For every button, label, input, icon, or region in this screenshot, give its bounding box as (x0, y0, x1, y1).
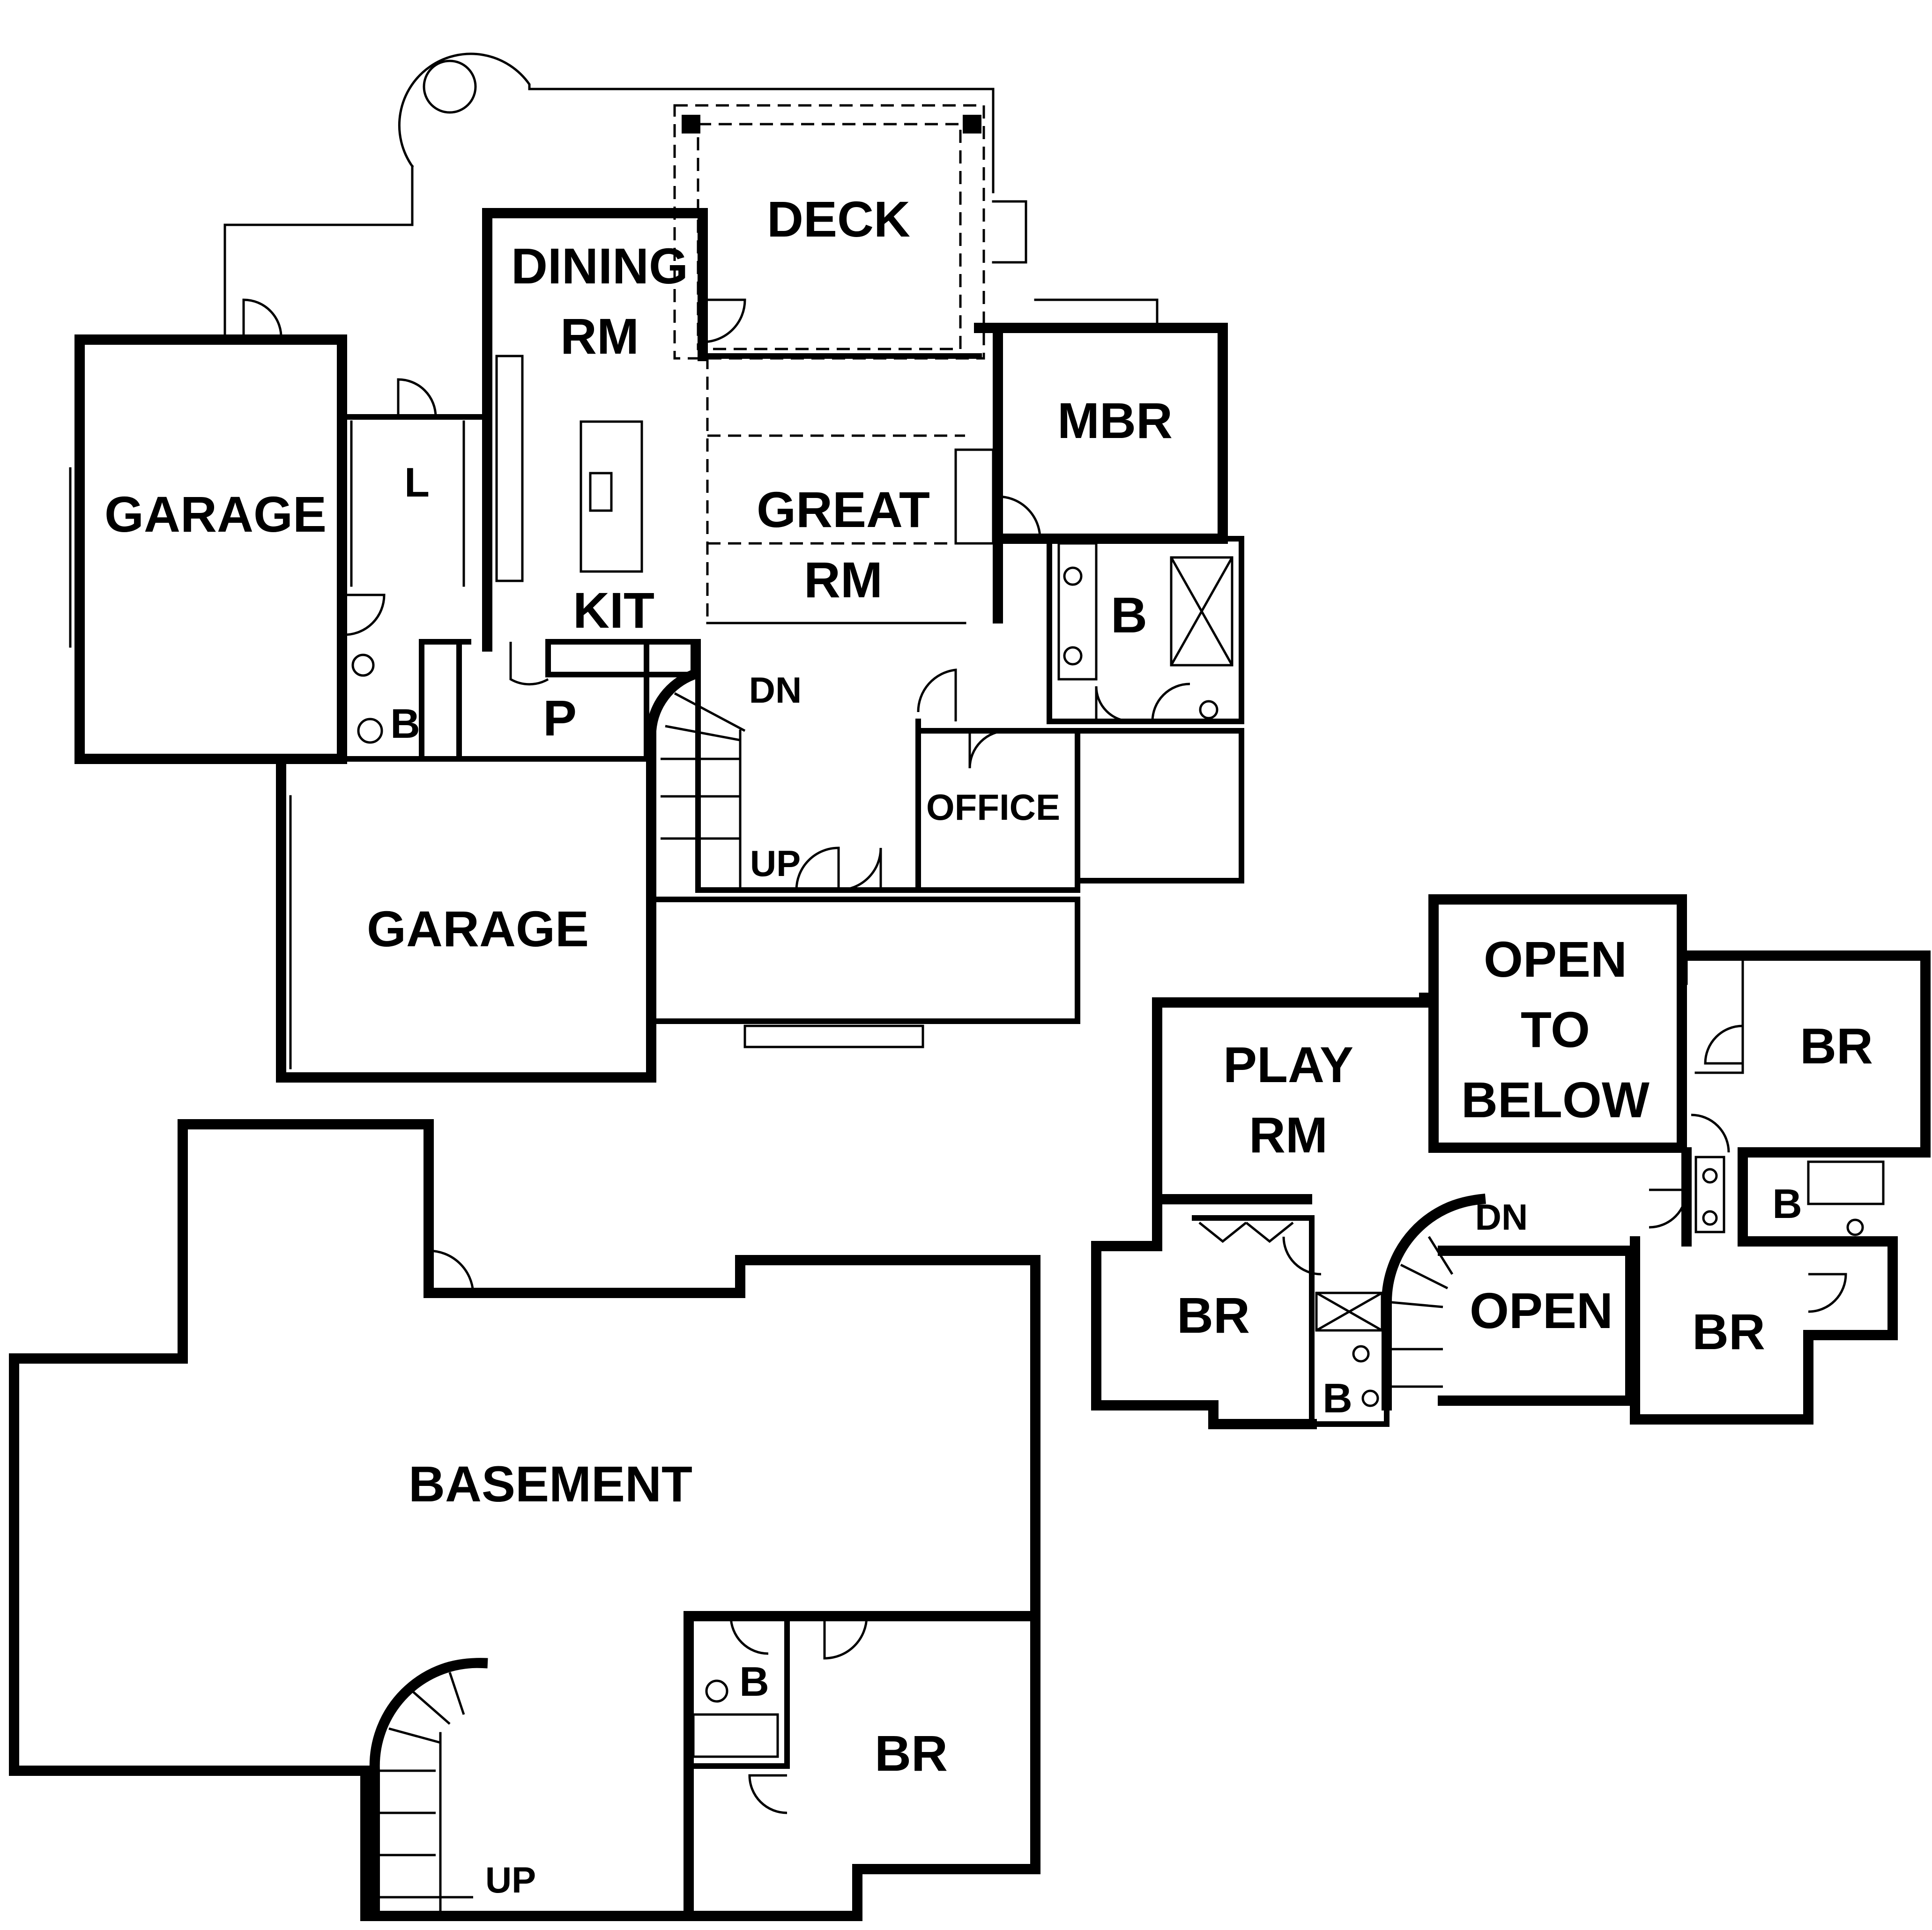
hot-tub (223, 52, 995, 339)
open-below-label-3: BELOW (1461, 1071, 1650, 1128)
utility-rooms (339, 378, 649, 762)
br-ne-label: BR (1800, 1017, 1873, 1074)
stair-dn-label: DN (749, 669, 802, 711)
basement-bath-label: B (739, 1658, 769, 1705)
front-garage (276, 763, 1080, 1083)
basement-stair-up-label: UP (485, 1859, 536, 1900)
master-bath-label: B (1111, 586, 1147, 643)
bath-e-label: B (1772, 1180, 1802, 1227)
open-below-label-1: OPEN (1484, 931, 1627, 987)
basement-br-label: BR (875, 1725, 948, 1782)
br-se-label: BR (1692, 1303, 1765, 1360)
upper-floor (1091, 894, 1931, 1429)
kitchen-label: KIT (573, 582, 654, 638)
side-garage-label: GARAGE (104, 486, 327, 542)
great-room-block (700, 298, 1228, 624)
front-garage-label: GARAGE (367, 900, 589, 957)
deck-area (673, 104, 1027, 360)
basement-floor (9, 1119, 1040, 1921)
br-w-label: BR (1177, 1287, 1250, 1344)
great-room-label-1: GREAT (757, 481, 930, 538)
half-bath-label: B (390, 700, 420, 747)
open-below-label-2: TO (1521, 1001, 1590, 1058)
play-room-label-1: PLAY (1223, 1036, 1353, 1093)
open-label: OPEN (1470, 1282, 1613, 1339)
master-bath (1047, 536, 1244, 724)
bath-c-label: B (1323, 1375, 1352, 1421)
dining-label-2: RM (560, 308, 639, 364)
dining-label-1: DINING (511, 238, 688, 294)
great-room-label-2: RM (804, 551, 883, 608)
upper-stair-dn-label: DN (1475, 1196, 1528, 1238)
main-floor (69, 52, 1244, 1083)
foyer-office (646, 639, 1244, 895)
stair-up-label: UP (750, 843, 801, 884)
room-labels: DECK DINING RM GARAGE L MBR GREAT RM KIT… (104, 191, 1873, 1900)
laundry-label: L (404, 459, 430, 505)
office-label: OFFICE (926, 787, 1060, 828)
deck-label: DECK (767, 191, 910, 247)
play-room-label-2: RM (1249, 1106, 1328, 1163)
basement-label: BASEMENT (409, 1455, 692, 1512)
pantry-label: P (543, 690, 577, 746)
mbr-label: MBR (1057, 392, 1173, 449)
